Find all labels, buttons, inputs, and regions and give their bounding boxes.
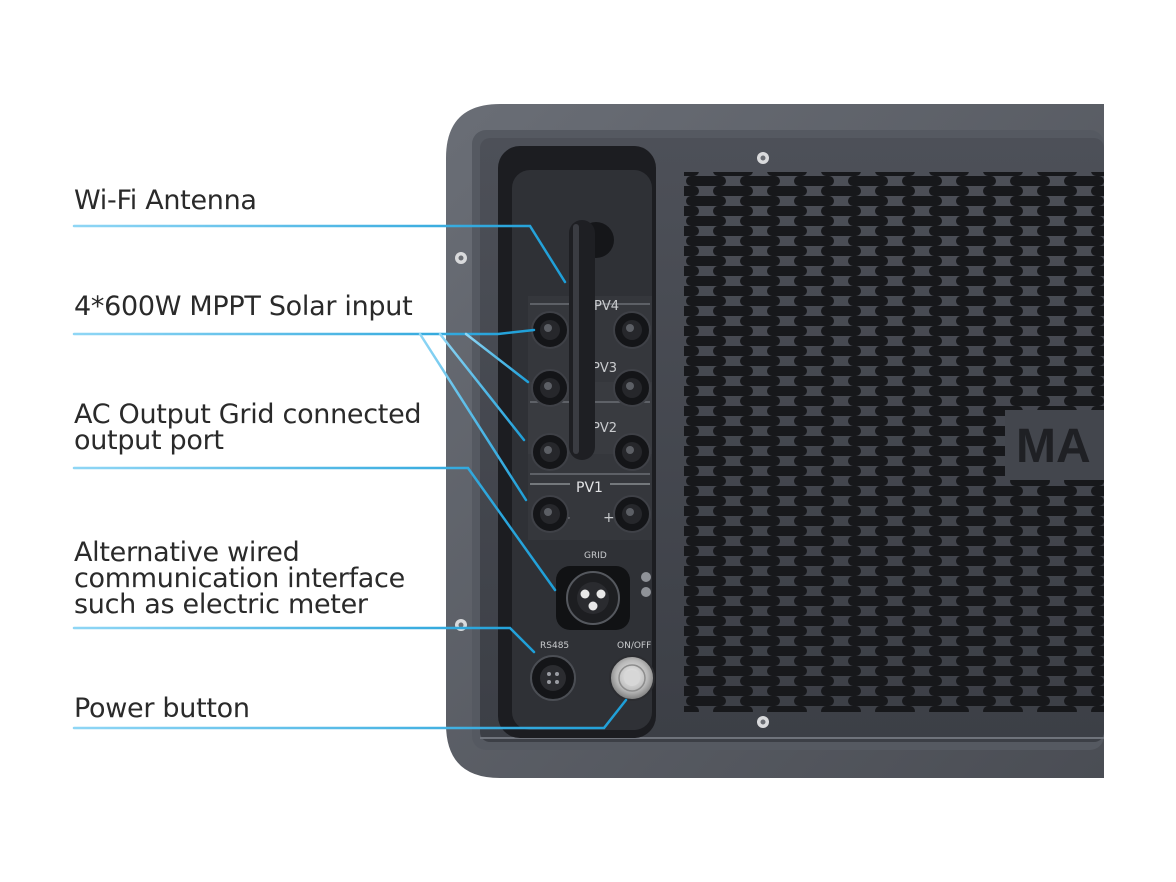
leader-line-mppt-3 [438,332,526,442]
grid-label: GRID [584,551,607,561]
grid-port: GRID [556,551,651,630]
leader-line-mppt-1 [72,328,536,336]
leader-line-power [72,698,628,730]
plus-label: + [603,510,615,526]
callout-power-button: Power button [74,693,250,724]
leader-line-ac [72,466,557,592]
mc4-connector-icon [613,369,651,407]
leader-line-mppt-2 [464,332,530,384]
callout-ac-output-port: AC Output Grid connected output port [74,399,422,456]
callout-wifi-antenna: Wi-Fi Antenna [74,185,257,216]
pv-connectors [531,311,651,533]
mc4-connector-icon [531,369,569,407]
pv1-label: PV1 [576,480,603,496]
pv4-label: PV4 [594,299,619,314]
wifi-antenna [569,220,614,460]
power-button: ON/OFF [609,641,655,701]
pv2-label: PV2 [592,421,617,436]
callout-communication-interface: Alternative wired communication interfac… [74,537,405,620]
rs485-label: RS485 [540,641,569,651]
mc4-connector-icon [531,311,569,349]
leader-line-mppt-4 [418,332,528,502]
mc4-connector-icon [531,433,569,471]
leader-line-comm [72,626,536,654]
pv3-label: PV3 [592,361,617,376]
onoff-label: ON/OFF [617,641,651,651]
mc4-connector-icon [613,495,651,533]
brand-badge: MA [1005,410,1104,480]
callout-mppt-solar-input: 4*600W MPPT Solar input [74,291,413,322]
rs485-port: RS485 [530,641,576,701]
brand-text: MA [1016,420,1091,473]
mc4-connector-icon [531,495,569,533]
mc4-connector-icon [613,311,651,349]
leader-lines [72,224,628,730]
mc4-connector-icon [613,433,651,471]
leader-line-wifi [72,224,567,284]
